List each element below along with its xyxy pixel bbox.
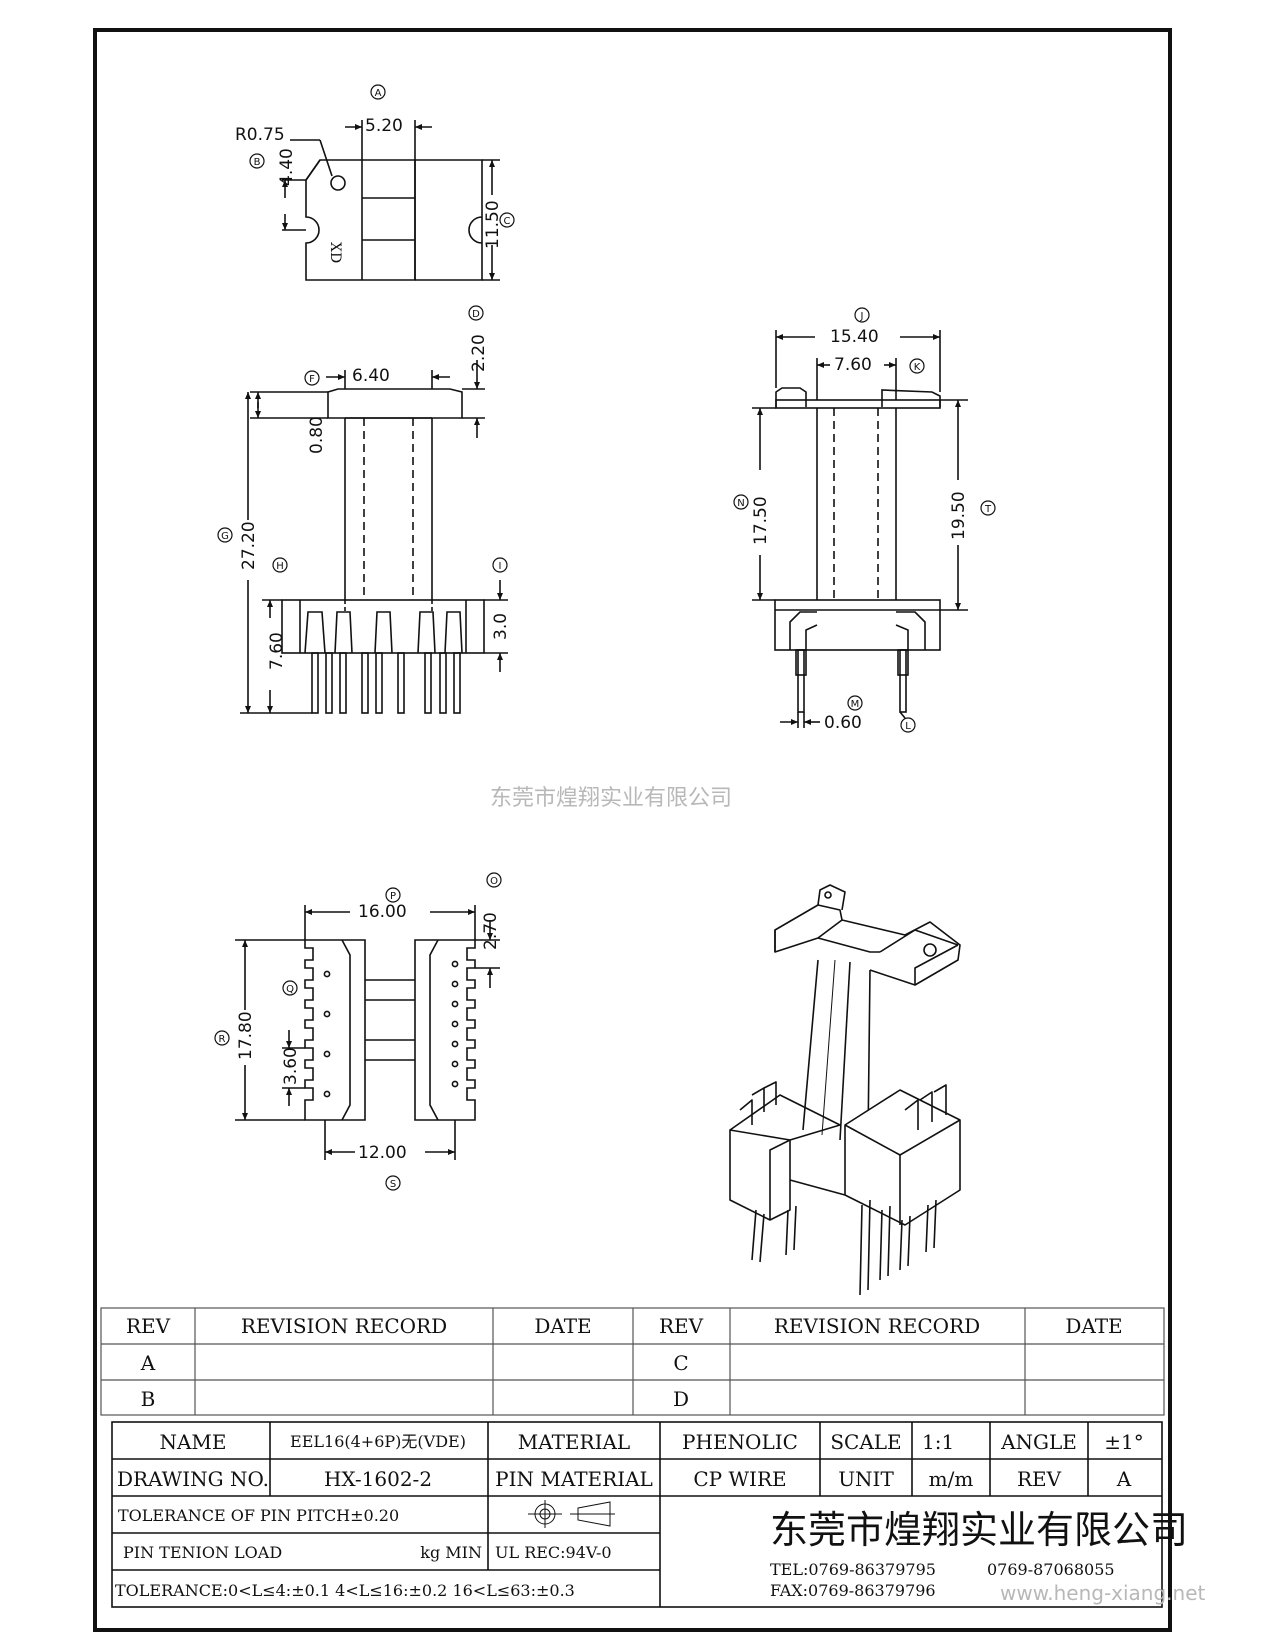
top-view: [282, 120, 500, 281]
rev-row-c: C: [673, 1351, 688, 1375]
revision-record-header-2: REVISION RECORD: [774, 1314, 980, 1338]
title-block: [111, 1421, 1163, 1608]
ul-rec: UL REC:94V-0: [495, 1543, 612, 1562]
label-c: C: [504, 216, 511, 227]
isometric-view: [729, 884, 961, 1296]
pin-material-value: CP WIRE: [693, 1467, 786, 1491]
name-label: NAME: [159, 1430, 226, 1454]
revision-table: [100, 1307, 1165, 1416]
rev-value: A: [1116, 1467, 1132, 1491]
name-value: EEL16(4+6P)无(VDE): [290, 1432, 466, 1451]
dim-e-value: 0.80: [307, 416, 327, 454]
watermark-center: 东莞市煌翔实业有限公司: [490, 786, 732, 811]
pin-tenion-label: PIN TENION LOAD: [123, 1543, 282, 1562]
unit-label: UNIT: [838, 1467, 894, 1491]
material-value: PHENOLIC: [682, 1430, 798, 1454]
dim-p-value: 16.00: [358, 902, 407, 922]
drawing-no-label: DRAWING NO.: [117, 1467, 269, 1491]
dim-k-value: 7.60: [834, 355, 872, 375]
dim-d-value: 2.20: [469, 334, 489, 372]
label-s: S: [390, 1179, 396, 1190]
label-i: I: [499, 561, 502, 572]
dim-h-value: 7.60: [267, 632, 287, 670]
dim-q-value: 3.60: [281, 1047, 301, 1085]
date-header-2: DATE: [1065, 1314, 1122, 1338]
scale-value: 1:1: [922, 1430, 954, 1454]
label-k: K: [914, 362, 921, 373]
label-h: H: [276, 561, 284, 572]
company-name: 东莞市煌翔实业有限公司: [770, 1508, 1188, 1552]
reference-labels: A B C D F G H I J K N T M L P O Q R S: [214, 84, 996, 1191]
scale-label: SCALE: [830, 1430, 901, 1454]
label-b: B: [254, 157, 261, 168]
label-m: M: [851, 699, 860, 710]
rev-row-d: D: [673, 1387, 689, 1411]
bottom-view: [235, 905, 500, 1160]
dim-c-value: 11.50: [483, 200, 503, 249]
label-q: Q: [286, 984, 294, 995]
company-tel2: 0769-87068055: [987, 1560, 1115, 1579]
dim-i-value: 3.0: [491, 613, 511, 640]
dim-j-value: 15.40: [830, 327, 879, 347]
dim-a-value: 5.20: [365, 116, 403, 136]
label-p: P: [390, 891, 396, 902]
dim-n-value: 17.50: [751, 496, 771, 545]
rev-header-2: REV: [659, 1314, 704, 1338]
dim-m-value: 0.60: [824, 713, 862, 733]
label-f: F: [309, 374, 315, 385]
dim-o-value: 2.70: [481, 912, 501, 950]
dim-r075-value: R0.75: [235, 125, 285, 145]
label-l: L: [905, 721, 911, 732]
label-a: A: [375, 88, 382, 99]
rev-header-1: REV: [126, 1314, 171, 1338]
pin-tenion-unit: kg MIN: [420, 1543, 482, 1562]
tolerance-pitch: TOLERANCE OF PIN PITCH±0.20: [118, 1506, 399, 1525]
label-n: N: [737, 498, 744, 509]
angle-value: ±1°: [1104, 1430, 1143, 1454]
dim-b-value: 4.40: [277, 148, 297, 186]
tolerance-general: TOLERANCE:0<L≤4:±0.1 4<L≤16:±0.2 16<L≤63…: [115, 1581, 575, 1600]
watermark-url: www.heng-xiang.net: [1000, 1581, 1206, 1605]
unit-value: m/m: [929, 1467, 974, 1491]
part-mark: XD: [327, 242, 343, 263]
dim-t-value: 19.50: [949, 491, 969, 540]
rev-label: REV: [1017, 1467, 1062, 1491]
front-view-left: [240, 360, 508, 714]
company-fax: FAX:0769-86379796: [770, 1581, 936, 1600]
revision-record-header-1: REVISION RECORD: [241, 1314, 447, 1338]
sheet-border: [93, 28, 1172, 1632]
rev-row-a: A: [140, 1351, 156, 1375]
rev-row-b: B: [141, 1387, 156, 1411]
dim-s-value: 12.00: [358, 1143, 407, 1163]
pin-material-label: PIN MATERIAL: [495, 1467, 653, 1491]
dim-f-value: 6.40: [352, 366, 390, 386]
label-t: T: [984, 504, 992, 515]
date-header-1: DATE: [534, 1314, 591, 1338]
label-o: O: [490, 876, 498, 887]
company-tel: TEL:0769-86379795: [770, 1560, 936, 1579]
drawing-no-value: HX-1602-2: [324, 1467, 432, 1491]
angle-label: ANGLE: [1000, 1430, 1077, 1454]
label-j: J: [860, 311, 864, 322]
material-label: MATERIAL: [518, 1430, 630, 1454]
dim-g-value: 27.20: [239, 521, 259, 570]
label-d: D: [472, 309, 480, 320]
side-view-right: [752, 330, 968, 728]
label-r: R: [219, 1034, 226, 1045]
dim-r-value: 17.80: [236, 1011, 256, 1060]
label-g: G: [221, 531, 229, 542]
projection-symbol-icon: [528, 1500, 615, 1528]
